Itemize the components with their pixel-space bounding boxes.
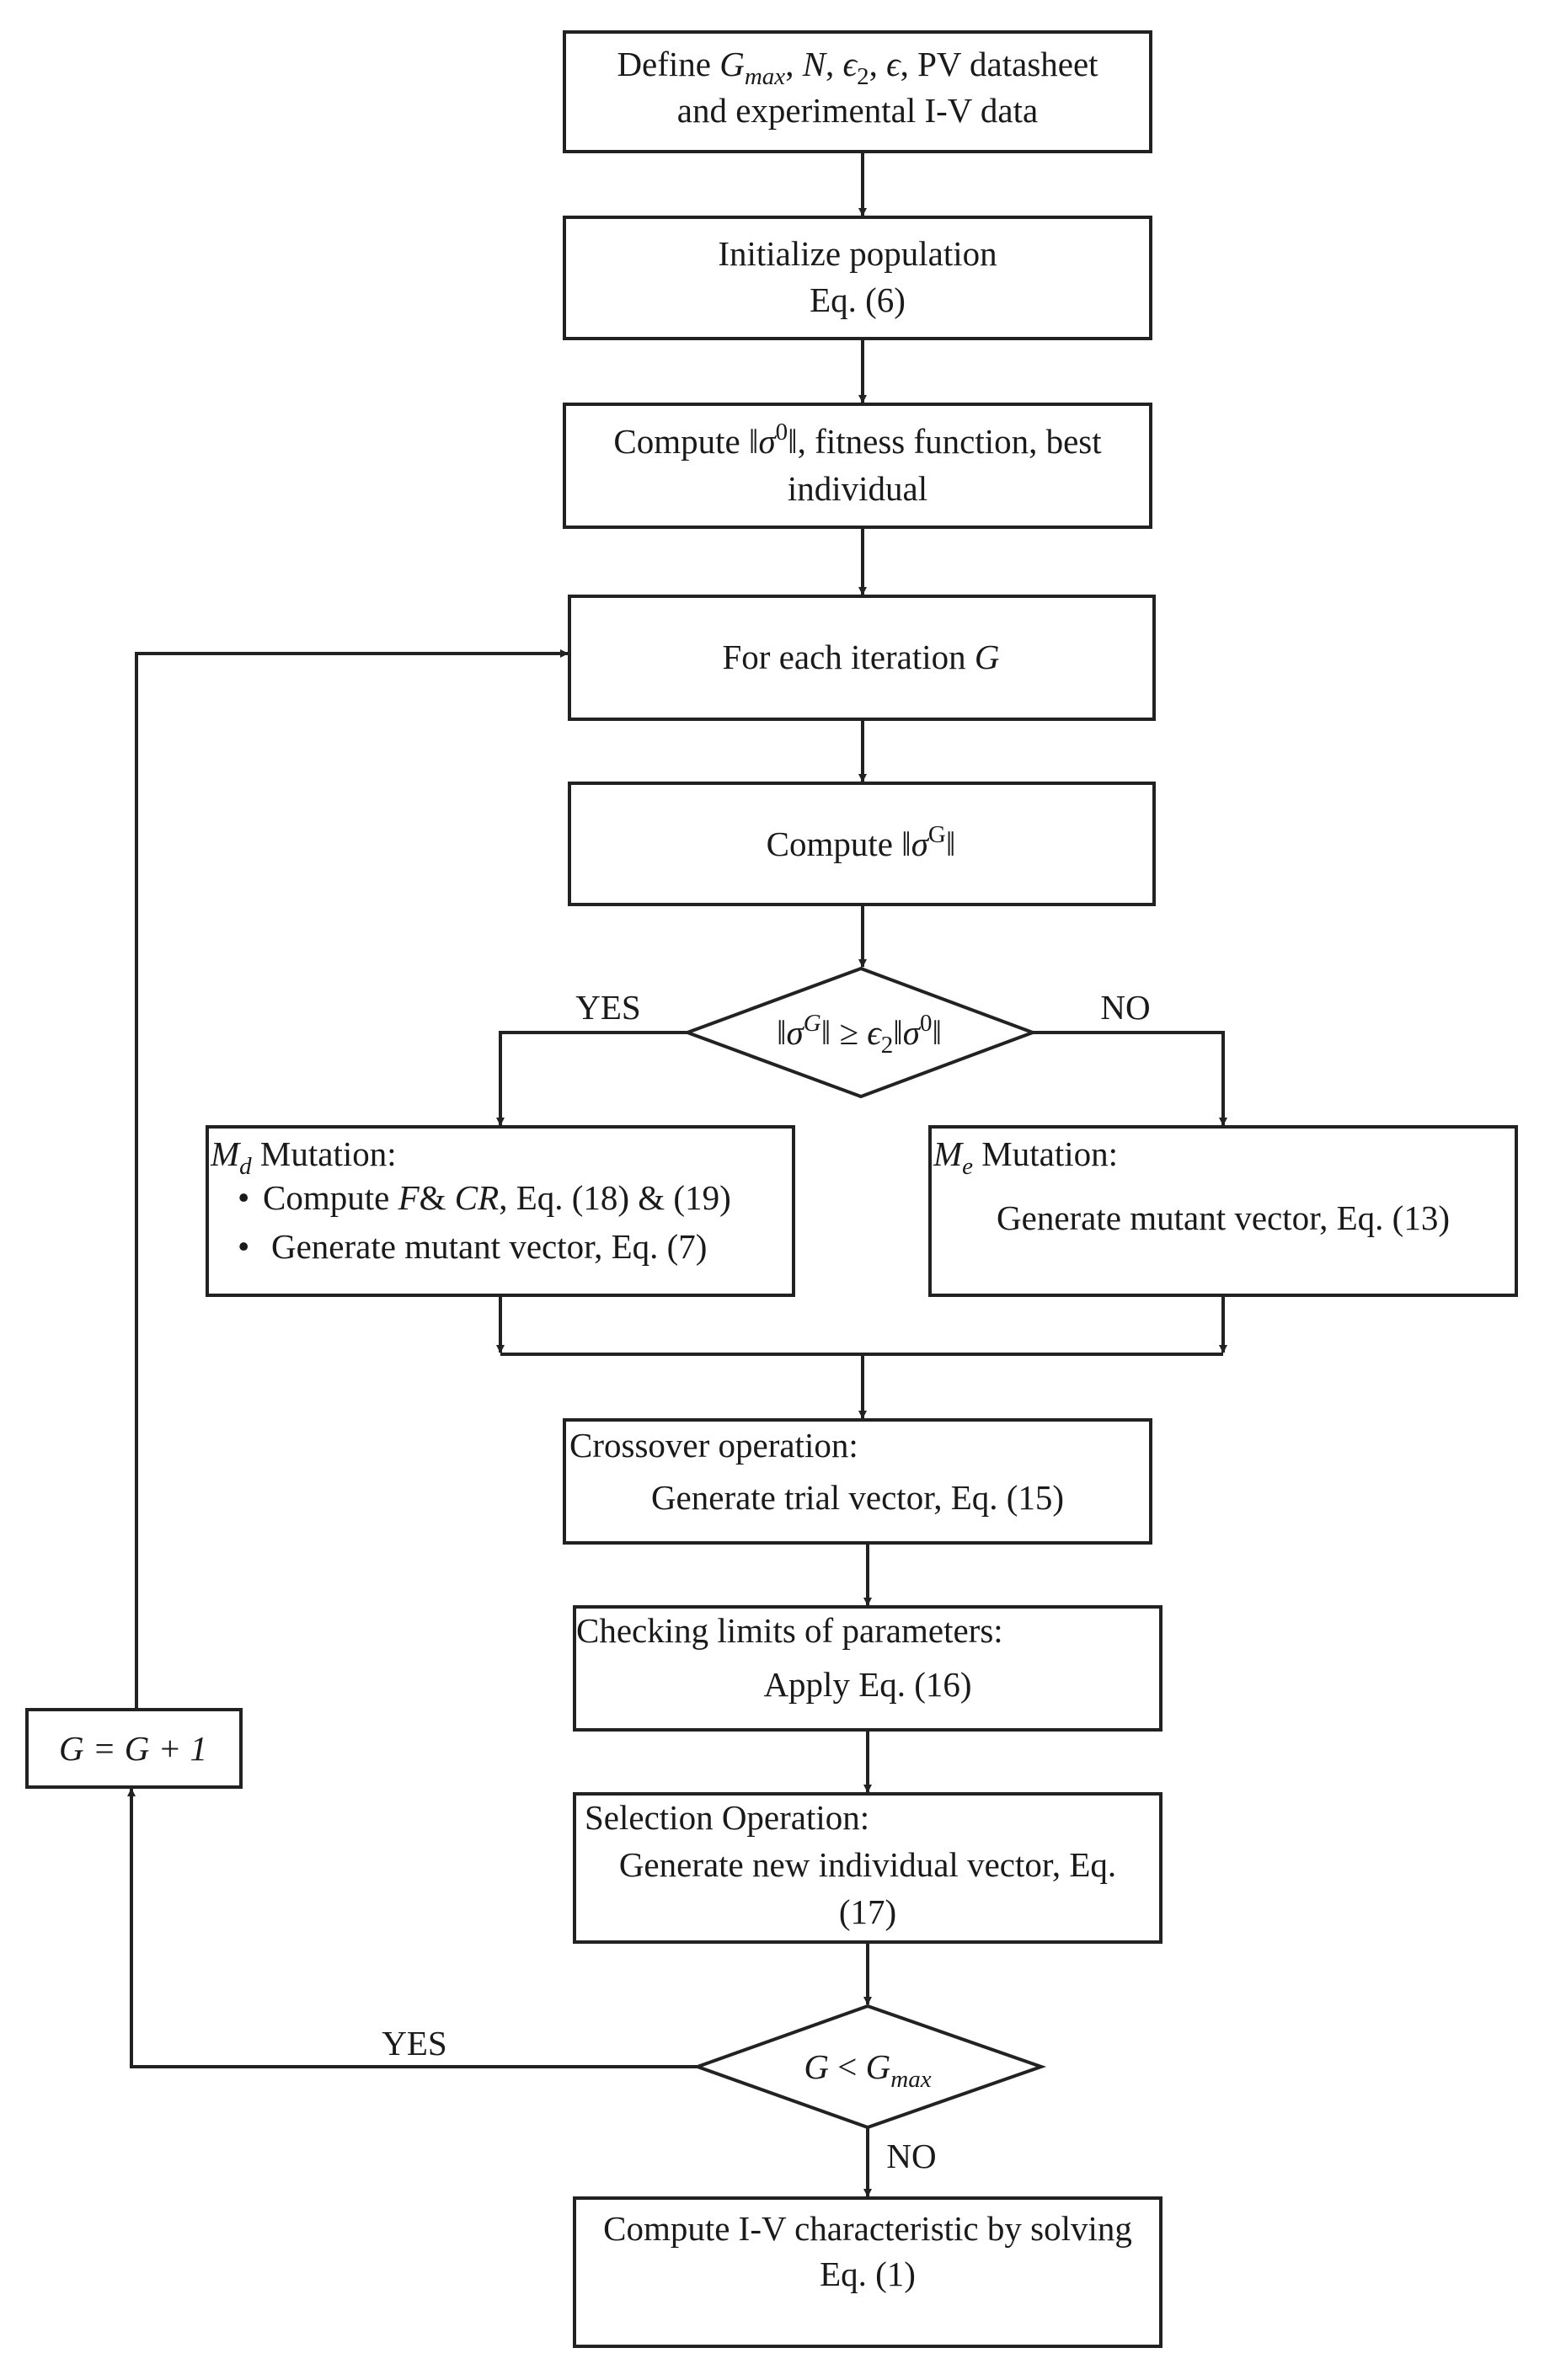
loop-decision: G < Gmax YES NO [382,2004,1047,2175]
compute-sigmaG-label: Compute ‖σG‖ [767,821,956,863]
limits-title: Checking limits of parameters: [576,1611,1003,1650]
me-mutation-box: Me Mutation: Generate mutant vector, Eq.… [928,1125,1518,1297]
increment-box: G = G + 1 [25,1708,243,1789]
loop-yes-label: YES [382,2024,446,2062]
limits-line: Apply Eq. (16) [763,1665,971,1704]
define-line1: Define Gmax, N, ϵ2, ϵ, PV datasheet [617,45,1098,90]
crossover-title: Crossover operation: [569,1426,858,1465]
me-title: Me Mutation: [933,1134,1118,1180]
arrow-increment-iteration [135,649,569,1710]
compute-sigma0-box: Compute ‖σ0‖, fitness function, best ind… [563,403,1152,529]
loop-no-label: NO [886,2137,936,2175]
compute-sigma0-line2: individual [788,469,927,508]
init-box: Initialize population Eq. (6) [563,216,1152,340]
arrow-decision-md [496,1031,687,1126]
iteration-box: For each iteration G [568,595,1156,721]
final-line2: Eq. (1) [820,2255,916,2293]
limits-box: Checking limits of parameters: Apply Eq.… [573,1605,1162,1732]
arrow-decision-me [1033,1031,1227,1126]
selection-title: Selection Operation: [585,1798,869,1837]
decision-condition: ‖σG‖ ≥ ϵ2‖σ0‖ [777,1010,942,1059]
connectors [127,152,1227,2197]
decision-yes-label: YES [575,988,640,1027]
crossover-line: Generate trial vector, Eq. (15) [651,1478,1064,1517]
init-line1: Initialize population [718,234,997,273]
me-line: Generate mutant vector, Eq. (13) [997,1198,1450,1237]
convergence-decision: ‖σG‖ ≥ ϵ2‖σ0‖ YES NO [575,966,1151,1099]
md-title: Md Mutation: [210,1134,397,1180]
md-bullet2-dot: • [238,1227,249,1266]
define-box: Define Gmax, N, ϵ2, ϵ, PV datasheet and … [563,30,1152,153]
define-line2: and experimental I-V data [677,91,1038,130]
init-line2: Eq. (6) [810,280,906,319]
arrow-loop-increment [127,1788,698,2068]
compute-sigma0-line1: Compute ‖σ0‖, fitness function, best [613,419,1102,461]
final-box: Compute I-V characteristic by solving Eq… [573,2196,1162,2348]
selection-line2: (17) [839,1892,896,1931]
md-mutation-box: Md Mutation: • Compute F& CR, Eq. (18) &… [206,1125,795,1297]
loop-condition: G < Gmax [804,2047,931,2093]
md-bullet1-dot: • [238,1178,249,1217]
md-bullet2: Generate mutant vector, Eq. (7) [271,1227,707,1266]
md-bullet1: Compute F& CR, Eq. (18) & (19) [263,1178,731,1217]
compute-sigmaG-box: Compute ‖σG‖ [568,782,1156,906]
selection-box: Selection Operation: Generate new indivi… [573,1792,1162,1944]
increment-label: G = G + 1 [59,1729,207,1768]
iteration-label: For each iteration G [722,638,999,676]
selection-line1: Generate new individual vector, Eq. [619,1845,1116,1884]
decision-no-label: NO [1100,988,1150,1027]
crossover-box: Crossover operation: Generate trial vect… [563,1418,1152,1545]
final-line1: Compute I-V characteristic by solving [603,2209,1132,2248]
